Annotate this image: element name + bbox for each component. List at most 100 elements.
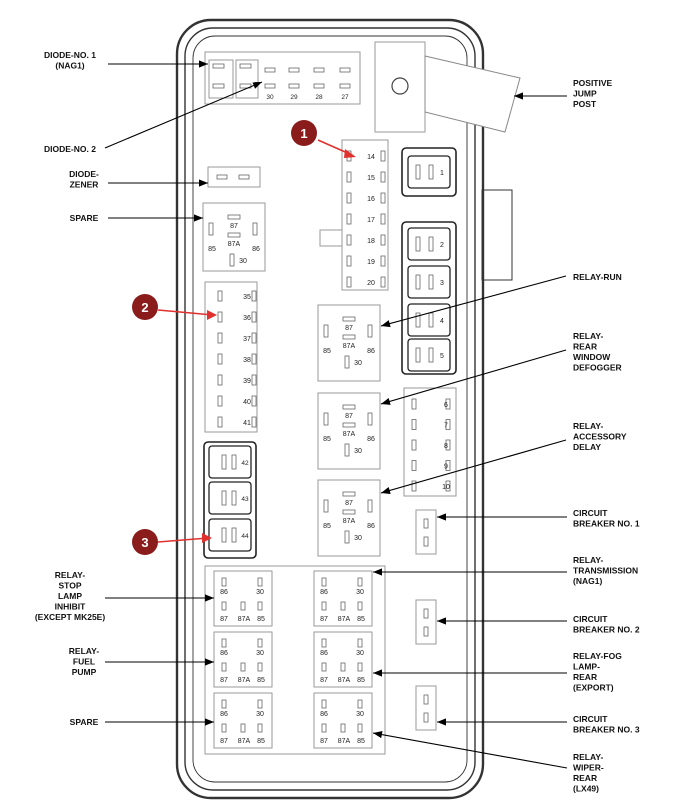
fuse-slot[interactable] <box>339 83 351 89</box>
positive-jump-post[interactable] <box>374 41 521 133</box>
relay-transmission-label: RELAY-TRANSMISSION(NAG1) <box>573 555 638 586</box>
fuse-slot[interactable] <box>380 276 386 288</box>
marker-1[interactable]: 1 <box>291 120 317 146</box>
relay-pin-label: 87A <box>343 431 356 438</box>
fuse-number: 17 <box>367 217 375 224</box>
arrowhead <box>373 731 383 739</box>
relay-pin-label: 87A <box>343 518 356 525</box>
circuit-breaker-3[interactable] <box>415 685 437 731</box>
callout-line: RELAY-FOG <box>573 651 622 661</box>
fuse-slot[interactable] <box>288 83 300 89</box>
fuse-slot[interactable] <box>251 332 257 344</box>
fuse-slot[interactable] <box>251 395 257 407</box>
relay-pin-label: 87 <box>220 738 228 745</box>
fuse-slot[interactable] <box>411 398 417 410</box>
spare-top-label: SPARE <box>70 213 99 223</box>
cartridge-fuse[interactable] <box>208 481 252 515</box>
cartridge-number: 2 <box>440 242 444 249</box>
arrowhead <box>437 718 446 726</box>
relay-pin-label: 30 <box>354 360 362 367</box>
fuse-slot[interactable] <box>411 419 417 430</box>
fuse-slot[interactable] <box>411 439 417 451</box>
fuse-slot[interactable] <box>380 150 386 162</box>
fuse-slot[interactable] <box>346 213 352 225</box>
circuit-breaker-1[interactable] <box>415 509 437 555</box>
fuse-slot[interactable] <box>217 353 223 365</box>
fuse-slot[interactable] <box>288 67 300 73</box>
circuit-breaker-2[interactable] <box>415 599 437 645</box>
diode-slot <box>212 63 225 69</box>
fuse-slot[interactable] <box>411 480 417 492</box>
fuse-slot[interactable] <box>346 192 352 204</box>
cartridge-fuse[interactable] <box>208 445 252 479</box>
fuse-block-14-20 <box>319 139 389 291</box>
fuse-slot[interactable] <box>346 234 352 246</box>
callout-line: BREAKER NO. 2 <box>573 625 640 635</box>
fuse-slot[interactable] <box>339 67 351 73</box>
marker-2-label: 2 <box>141 300 148 315</box>
callout-line: REAR <box>573 773 597 783</box>
fuse-slot[interactable] <box>380 171 386 183</box>
fuse-slot[interactable] <box>217 311 223 323</box>
relay-pin-label: 30 <box>256 711 264 718</box>
fuse-slot[interactable] <box>251 374 257 386</box>
fuse-number: 36 <box>243 315 251 322</box>
fuse-slot[interactable] <box>411 460 417 471</box>
fuse-slot[interactable] <box>313 67 325 73</box>
cartridge-fuse[interactable] <box>208 518 252 552</box>
fuse-slot[interactable] <box>217 290 223 302</box>
marker-2[interactable]: 2 <box>132 294 158 320</box>
callout-line: POST <box>573 99 597 109</box>
fuse-slot[interactable] <box>217 374 223 386</box>
fuse-slot[interactable] <box>380 255 386 267</box>
cartridge-number: 3 <box>440 280 444 287</box>
fuse-slot[interactable] <box>445 439 451 451</box>
fuse-slot[interactable] <box>380 234 386 246</box>
fuse-slot[interactable] <box>346 171 352 183</box>
fuse-slot[interactable] <box>251 416 257 428</box>
relay-pin-label: 85 <box>257 738 265 745</box>
fuse-slot[interactable] <box>264 67 276 73</box>
fuse-slot[interactable] <box>251 311 257 323</box>
fuse-slot[interactable] <box>217 395 223 407</box>
callout-line: INHIBIT <box>55 602 87 612</box>
fuse-slot[interactable] <box>264 83 276 89</box>
diode-zener[interactable] <box>207 166 261 188</box>
arrowhead <box>373 669 382 677</box>
fuse-slot[interactable] <box>313 83 325 89</box>
fuse-number: 15 <box>367 175 375 182</box>
marker-3[interactable]: 3 <box>132 529 158 555</box>
fuse-slot[interactable] <box>346 255 352 267</box>
fuse-slot[interactable] <box>445 480 451 492</box>
relay-pin-label: 87A <box>338 616 351 623</box>
fuse-slot[interactable] <box>380 192 386 204</box>
fuse-slot[interactable] <box>251 290 257 302</box>
fuse-slot[interactable] <box>445 419 451 430</box>
fuse-number: 10 <box>442 484 450 491</box>
fuse-slot[interactable] <box>217 332 223 344</box>
relay-pin-label: 86 <box>320 711 328 718</box>
relay-pin-label: 85 <box>323 348 331 355</box>
relay-run-label: RELAY-RUN <box>573 272 622 282</box>
fuse-slot[interactable] <box>445 460 451 471</box>
fuse-number: 41 <box>243 420 251 427</box>
relay-pin-label: 87A <box>238 616 251 623</box>
fuse-slot[interactable] <box>380 213 386 225</box>
callout-line: REAR <box>573 672 597 682</box>
fuse-slot[interactable] <box>251 353 257 365</box>
fuse-number: 18 <box>367 238 375 245</box>
fuse-slot[interactable] <box>445 398 451 410</box>
relay-pin-label: 85 <box>257 677 265 684</box>
fuse-slot[interactable] <box>346 276 352 288</box>
fuse-slot[interactable] <box>217 416 223 428</box>
